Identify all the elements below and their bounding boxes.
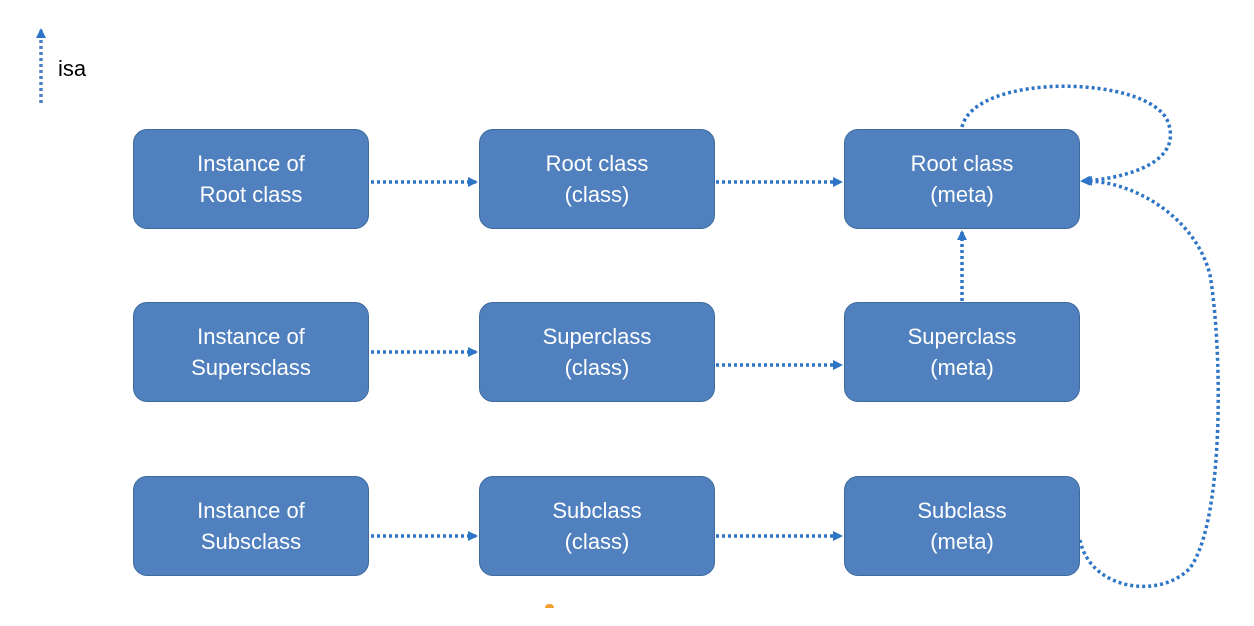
node-line1: Instance of (197, 498, 305, 523)
node-line2: (meta) (930, 182, 994, 207)
node-line2: Subsclass (200, 529, 302, 554)
node-subclass-meta[interactable]: Subclass (meta) (844, 476, 1080, 576)
node-line2: (meta) (930, 355, 994, 380)
node-line2: (class) (564, 182, 630, 207)
node-instance-of-subclass[interactable]: Instance of Subsclass (133, 476, 369, 576)
node-line1: Superclass (542, 324, 652, 349)
arrow-root-meta-self-loop (960, 84, 1173, 186)
node-superclass-class[interactable]: Superclass (class) (479, 302, 715, 402)
node-line2: Supersclass (191, 355, 311, 380)
node-line1: Subclass (917, 498, 1007, 523)
node-root-class-class[interactable]: Root class (class) (479, 129, 715, 229)
node-instance-of-root-class[interactable]: Instance of Root class (133, 129, 369, 229)
cursor-fragment (545, 604, 554, 608)
node-line1: Root class (545, 151, 649, 176)
legend-label: isa (58, 56, 87, 81)
node-subclass-class[interactable]: Subclass (class) (479, 476, 715, 576)
node-line1: Superclass (907, 324, 1017, 349)
arrow-sub-meta-to-root-meta (1078, 175, 1220, 589)
node-instance-of-superclass[interactable]: Instance of Supersclass (133, 302, 369, 402)
node-line1: Instance of (197, 151, 305, 176)
node-root-class-meta[interactable]: Root class (meta) (844, 129, 1080, 229)
node-line2: Root class (199, 182, 303, 207)
node-line1: Subclass (552, 498, 642, 523)
node-line1: Instance of (197, 324, 305, 349)
node-line2: (class) (564, 529, 630, 554)
node-line1: Root class (910, 151, 1014, 176)
node-superclass-meta[interactable]: Superclass (meta) (844, 302, 1080, 402)
node-line2: (meta) (930, 529, 994, 554)
node-line2: (class) (564, 355, 630, 380)
